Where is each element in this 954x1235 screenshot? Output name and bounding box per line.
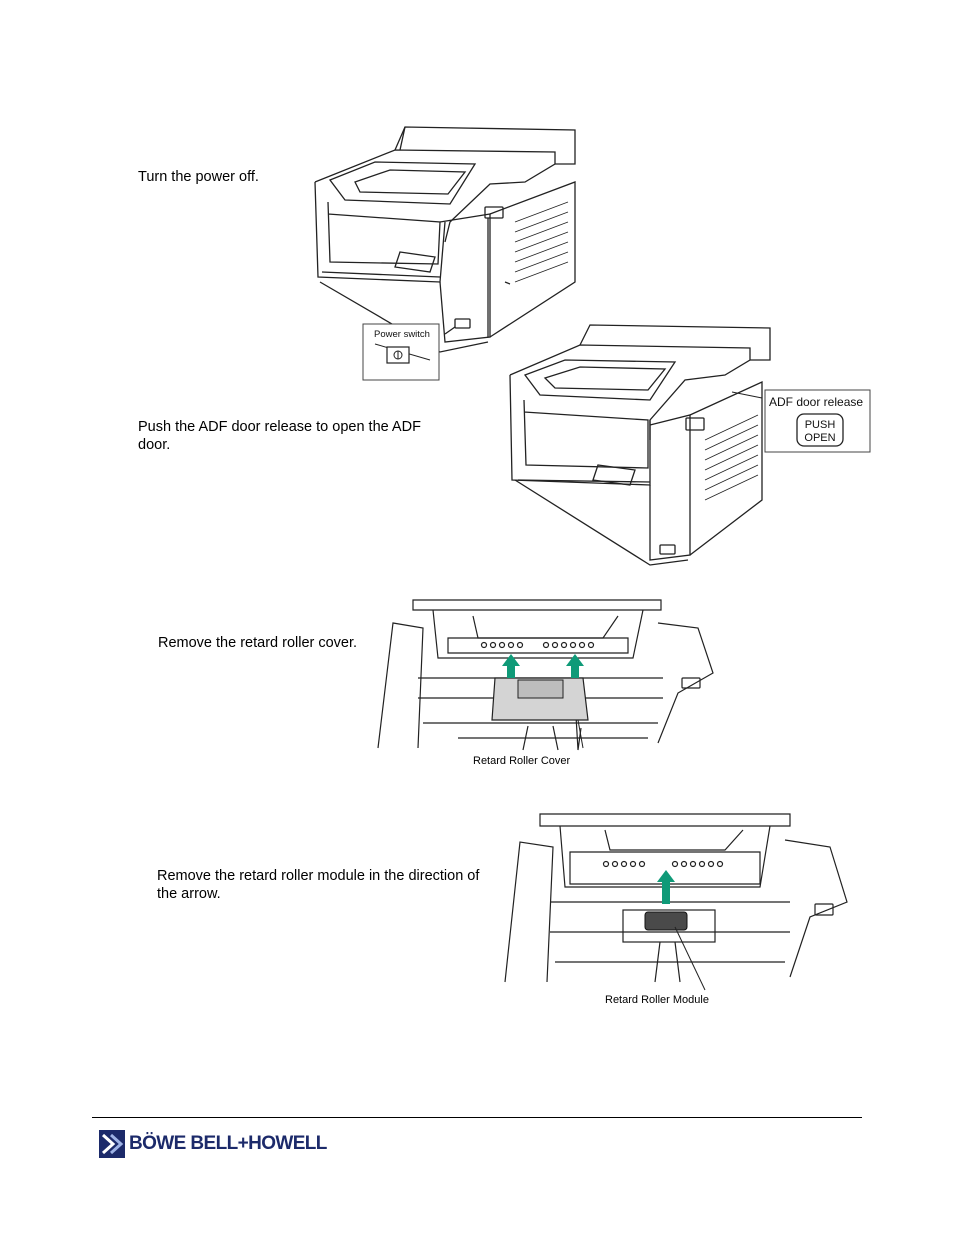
power-switch-label: Power switch [374, 329, 430, 340]
scanner-illustration: Power switch [314, 126, 576, 381]
company-logo: BÖWE BELL+HOWELL [99, 1130, 327, 1158]
open-label: OPEN [804, 432, 835, 444]
step-2-text: Push the ADF door release to open the AD… [138, 419, 421, 453]
logo-mark-icon [99, 1130, 125, 1158]
scanner-illustration: ADF door release PUSH OPEN [509, 324, 871, 566]
brand-name: BÖWE BELL+HOWELL [129, 1133, 327, 1154]
retard-roller-cover-figure [377, 598, 718, 753]
step-3-text: Remove the retard roller cover. [158, 635, 358, 651]
retard-roller-cover [491, 677, 589, 721]
scanner-power-figure: Power switch [300, 122, 590, 387]
retard-roller-module-figure [504, 812, 850, 991]
retard-roller-cover-caption: Retard Roller Cover [473, 755, 571, 767]
push-label: PUSH [805, 419, 836, 431]
retard-roller-module [644, 911, 688, 931]
footer-divider [92, 1117, 862, 1118]
up-arrow-icon [657, 870, 675, 904]
step-4-text: Remove the retard roller module in the d… [157, 868, 480, 902]
adf-door-release-label: ADF door release [769, 395, 863, 409]
step-1-text: Turn the power off. [138, 169, 259, 185]
open-scanner-illustration [377, 599, 714, 751]
open-scanner-illustration [504, 813, 848, 991]
retard-roller-module-caption: Retard Roller Module [605, 994, 709, 1006]
push-open-button [796, 413, 844, 447]
scanner-adf-figure: ADF door release PUSH OPEN [500, 320, 872, 566]
up-arrow-icon [502, 654, 584, 678]
